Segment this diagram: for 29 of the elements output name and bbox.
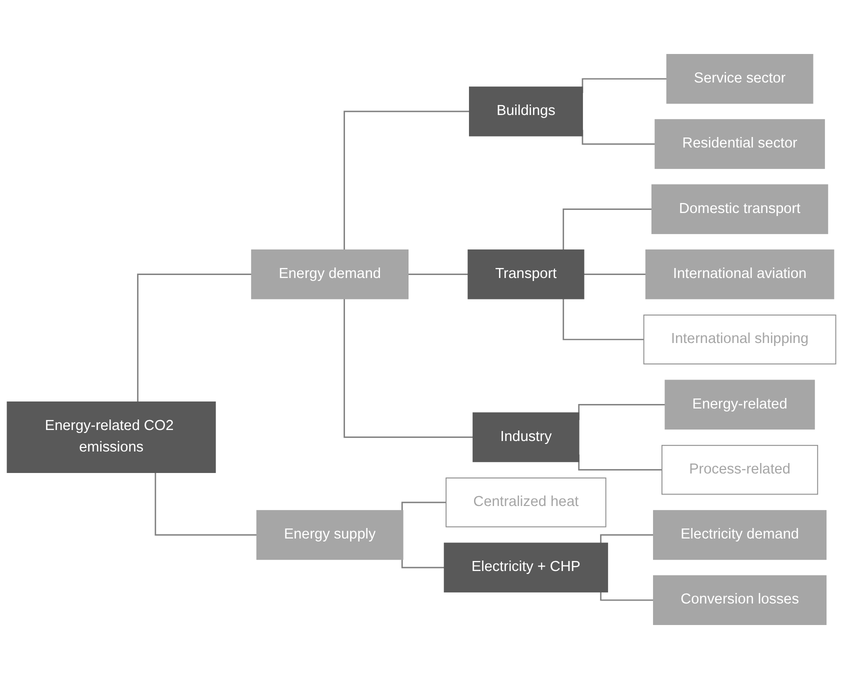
node-box: Energy supply	[256, 510, 404, 560]
connector	[562, 298, 644, 340]
node-box: Centralized heat	[446, 478, 606, 528]
node-box: Industry	[472, 412, 580, 462]
connector	[137, 274, 252, 402]
node-box: International shipping	[643, 314, 836, 364]
node-box: Buildings	[468, 86, 583, 136]
connector	[154, 472, 257, 536]
connector	[562, 208, 652, 250]
connector	[407, 274, 468, 276]
connector	[344, 110, 470, 250]
connector	[600, 534, 654, 544]
node-box: Residential sector	[654, 119, 825, 169]
connector	[600, 592, 654, 601]
connector	[344, 298, 474, 438]
node-box: Energy demand	[251, 249, 409, 300]
node-box: Domestic transport	[651, 184, 828, 234]
connector	[583, 274, 646, 276]
node-box: Service sector	[666, 54, 814, 104]
node-box: Process-related	[661, 444, 818, 495]
node-box: Energy-related	[664, 380, 815, 430]
connector	[401, 559, 444, 568]
node-box: Electricity + CHP	[444, 542, 608, 592]
node-box: Conversion losses	[653, 575, 827, 626]
node-box: Energy-related CO2 emissions	[6, 401, 216, 473]
node-box: International aviation	[645, 249, 834, 300]
node-box: Transport	[468, 249, 584, 300]
node-box: Electricity demand	[653, 510, 827, 560]
connector	[401, 502, 446, 511]
